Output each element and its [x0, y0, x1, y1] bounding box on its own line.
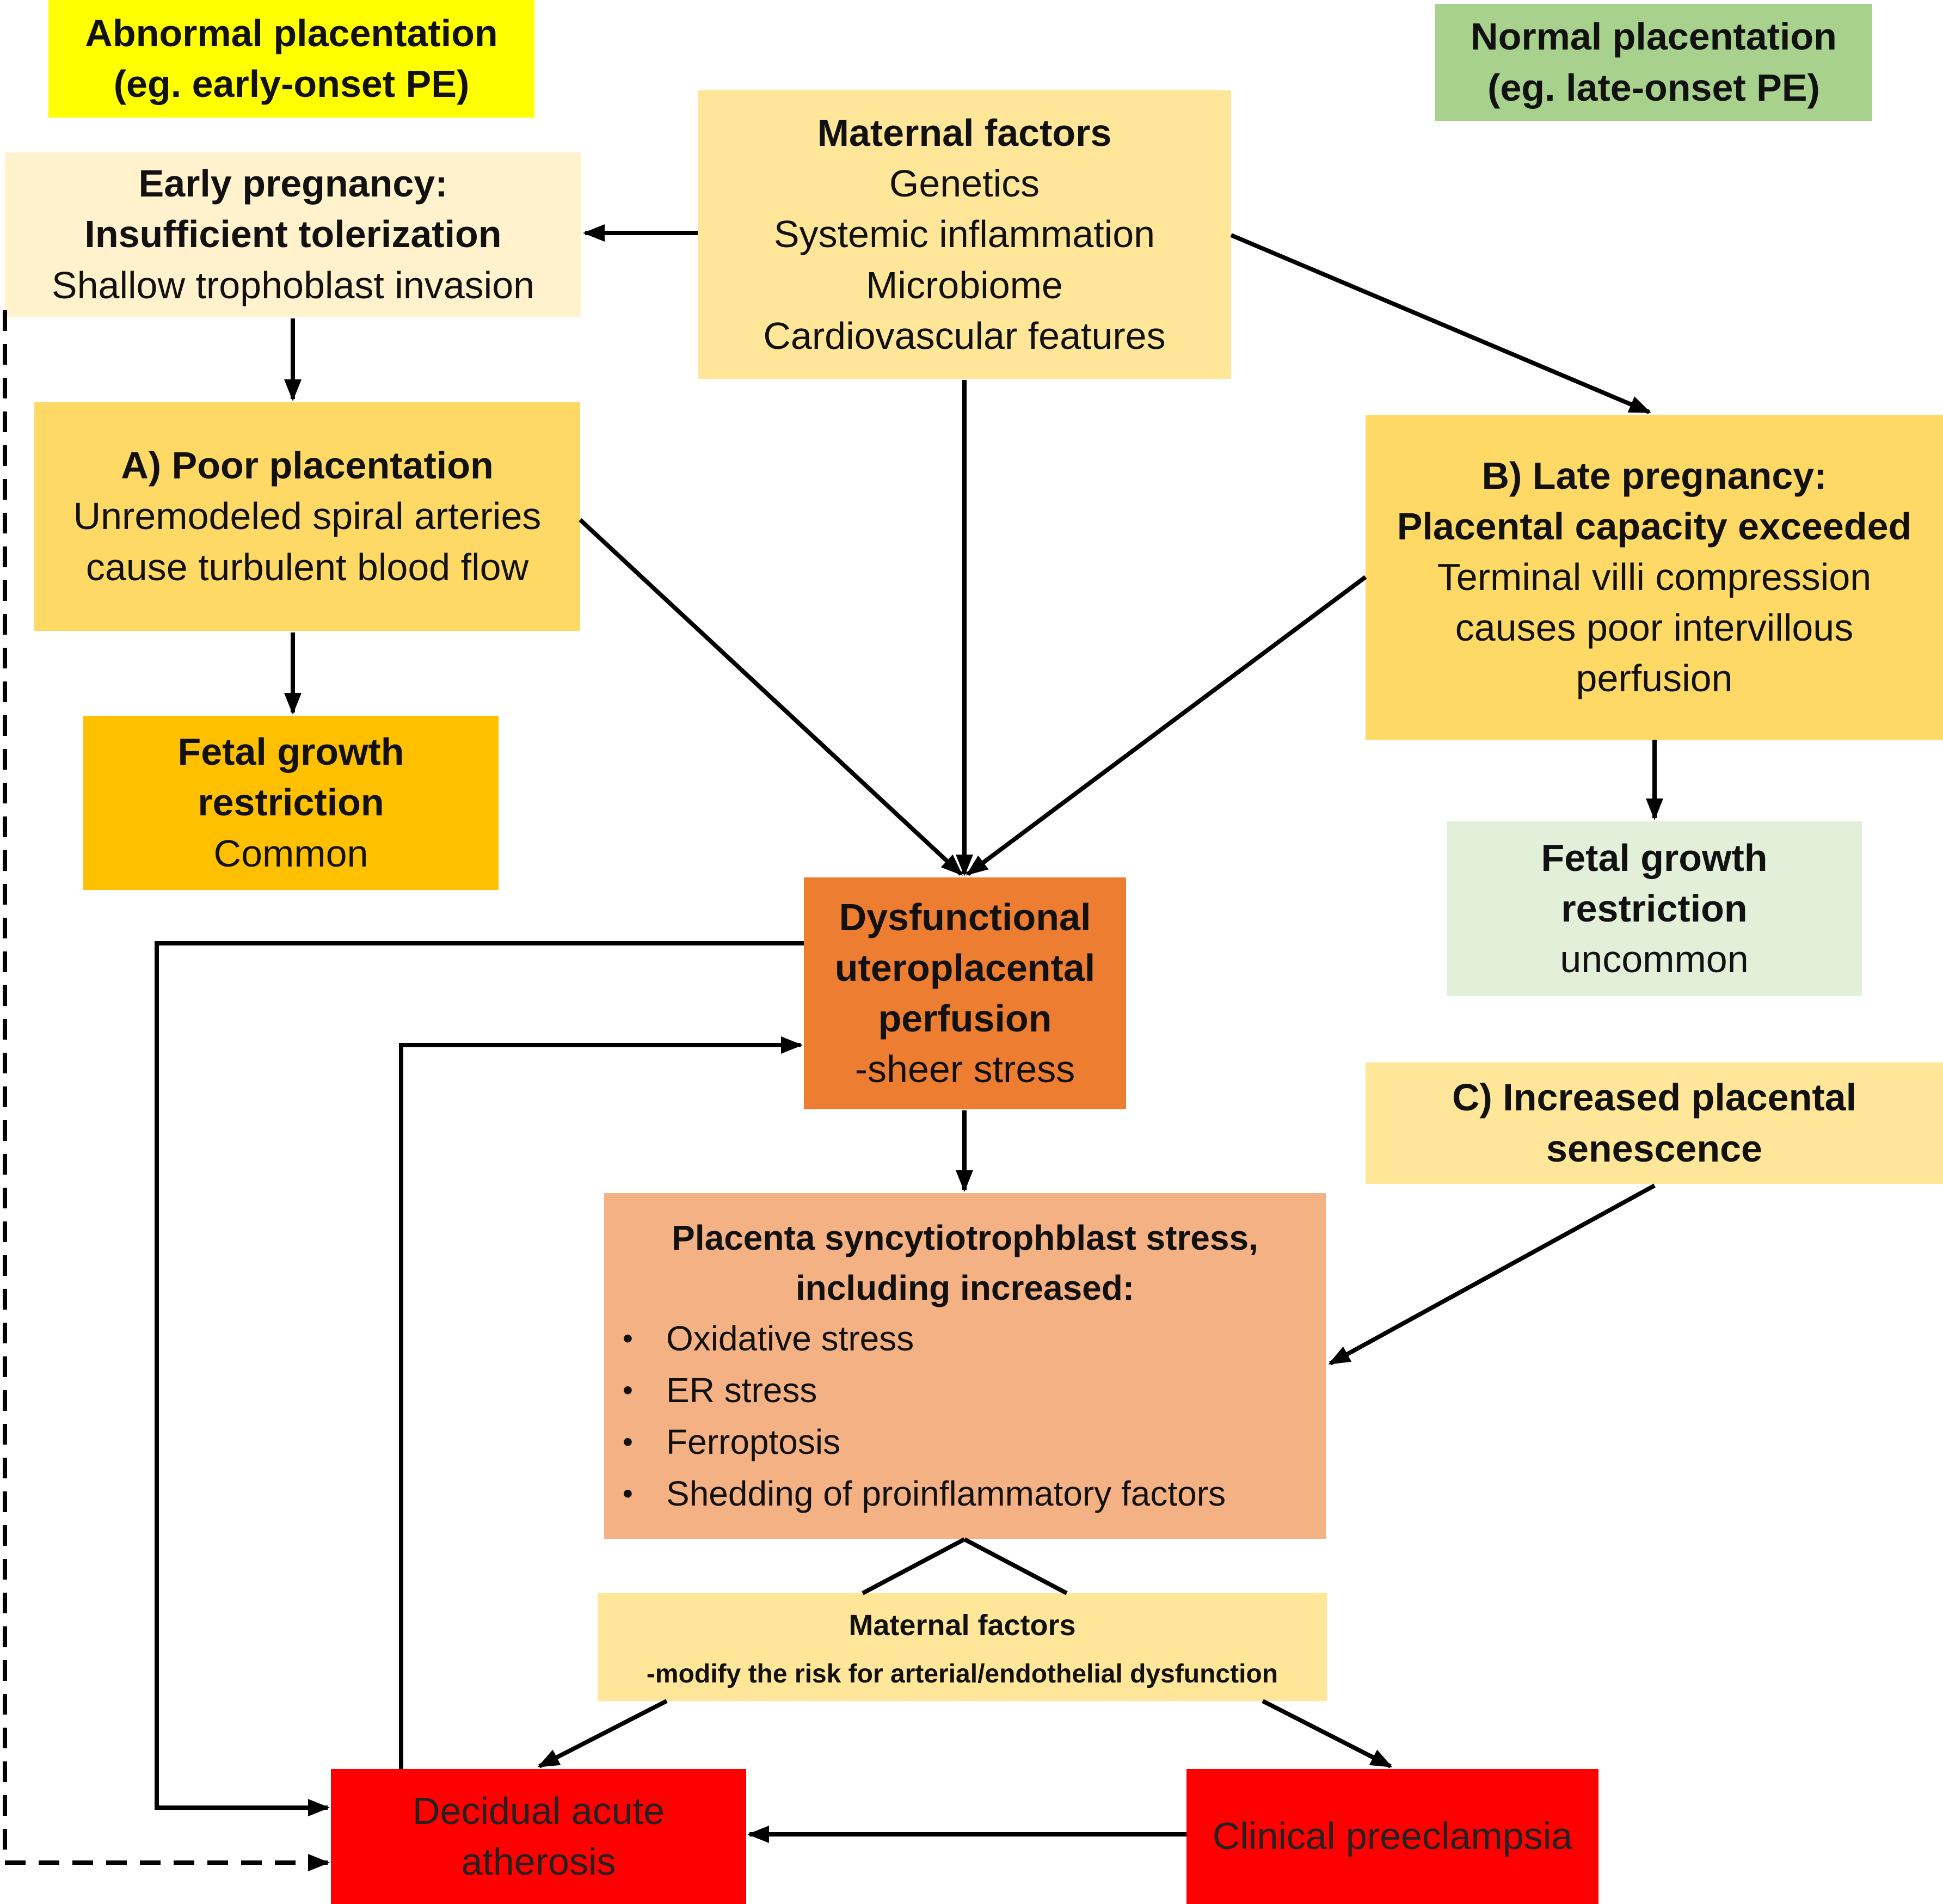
- abnormal-label-line2: (eg. early-onset PE): [113, 63, 470, 105]
- decidual-line1: Decidual acute: [412, 1789, 665, 1832]
- maternal-factors-2-box: Maternal factors -modify the risk for ar…: [598, 1593, 1327, 1701]
- poor-placentation-line1: Unremodeled spiral arteries: [73, 495, 542, 538]
- decidual-line2: atherosis: [461, 1840, 616, 1883]
- fgr-uncommon-box: Fetal growth restriction uncommon: [1447, 821, 1862, 996]
- senescence-title1: C) Increased placental: [1452, 1076, 1857, 1119]
- stress-item: Shedding of proinflammatory factors: [617, 1468, 1313, 1520]
- decidual-atherosis-box: Decidual acute atherosis: [331, 1769, 746, 1904]
- stb-stress-box: Placenta syncytiotrophblast stress, incl…: [604, 1193, 1326, 1539]
- arrow-poor-to-dysfunctional: [579, 518, 963, 876]
- senescence-title2: senescence: [1546, 1127, 1762, 1170]
- late-pregnancy-title2: Placental capacity exceeded: [1397, 505, 1912, 548]
- arrow-dysfunctional-to-decidual: [155, 941, 804, 1816]
- fgr-common-title1: Fetal growth: [177, 730, 404, 773]
- fgr-uncommon-title2: restriction: [1561, 887, 1748, 930]
- dysfunctional-title2: uteroplacental: [834, 946, 1096, 989]
- arrow-maternal2-to-decidual: [537, 1699, 668, 1768]
- maternal-factors-box: Maternal factors Genetics Systemic infla…: [698, 90, 1231, 379]
- arrow-early-to-decidual-dashed: [3, 310, 330, 1871]
- early-pregnancy-box: Early pregnancy: Insufficient tolerizati…: [5, 152, 581, 317]
- arrow-maternal-to-late: [1230, 233, 1651, 414]
- normal-label-line2: (eg. late-onset PE): [1487, 66, 1820, 109]
- dysfunctional-title1: Dysfunctional: [839, 895, 1091, 938]
- dysfunctional-title3: perfusion: [878, 997, 1052, 1040]
- maternal-factor-item: Microbiome: [866, 263, 1063, 306]
- maternal-factor-item: Systemic inflammation: [773, 213, 1155, 256]
- maternal-factor-item: Cardiovascular features: [763, 314, 1166, 357]
- fgr-common-box: Fetal growth restriction Common: [83, 716, 499, 890]
- stress-item: ER stress: [617, 1365, 1313, 1416]
- clinical-preeclampsia-box: Clinical preeclampsia: [1186, 1769, 1598, 1904]
- late-pregnancy-line3: perfusion: [1576, 657, 1733, 700]
- dysfunctional-perfusion-box: Dysfunctional uteroplacental perfusion -…: [804, 877, 1126, 1109]
- placental-senescence-box: C) Increased placental senescence: [1366, 1062, 1943, 1184]
- line-stb-to-maternal-right: [963, 1537, 1068, 1595]
- maternal-factors-title: Maternal factors: [817, 112, 1112, 155]
- normal-label-line1: Normal placentation: [1471, 15, 1837, 58]
- late-pregnancy-title1: B) Late pregnancy:: [1481, 454, 1827, 497]
- abnormal-placentation-label: Abnormal placentation (eg. early-onset P…: [48, 0, 534, 118]
- late-pregnancy-box: B) Late pregnancy: Placental capacity ex…: [1366, 415, 1943, 740]
- maternal-factor-item: Genetics: [889, 162, 1040, 205]
- poor-placentation-title: A) Poor placentation: [121, 444, 494, 487]
- early-pregnancy-body: Shallow trophoblast invasion: [51, 263, 535, 306]
- arrow-senescence-to-stb: [1328, 1183, 1656, 1366]
- early-pregnancy-title2: Insufficient tolerization: [84, 213, 502, 256]
- clinical-text: Clinical preeclampsia: [1212, 1815, 1573, 1858]
- fgr-uncommon-note: uncommon: [1560, 938, 1749, 981]
- line-stb-to-maternal-left: [862, 1537, 966, 1595]
- late-pregnancy-line1: Terminal villi compression: [1437, 555, 1872, 598]
- stb-stress-title1: Placenta syncytiotrophblast stress,: [672, 1218, 1258, 1257]
- normal-placentation-label: Normal placentation (eg. late-onset PE): [1435, 4, 1872, 121]
- late-pregnancy-line2: causes poor intervillous: [1455, 606, 1854, 649]
- poor-placentation-box: A) Poor placentation Unremodeled spiral …: [34, 402, 580, 631]
- stb-stress-title2: including increased:: [795, 1268, 1135, 1307]
- arrow-late-to-dysfunctional: [966, 575, 1367, 876]
- early-pregnancy-title1: Early pregnancy:: [138, 162, 448, 205]
- maternal-factors-2-title: Maternal factors: [848, 1609, 1076, 1642]
- stress-list: Oxidative stress ER stress Ferroptosis S…: [617, 1313, 1313, 1520]
- dysfunctional-note: -sheer stress: [854, 1048, 1075, 1091]
- stress-item: Oxidative stress: [617, 1313, 1313, 1365]
- fgr-common-title2: restriction: [198, 781, 384, 824]
- abnormal-label-line1: Abnormal placentation: [85, 11, 498, 54]
- arrow-maternal2-to-clinical: [1262, 1699, 1393, 1768]
- fgr-common-note: Common: [213, 832, 368, 875]
- maternal-factors-2-note: -modify the risk for arterial/endothelia…: [646, 1660, 1278, 1688]
- poor-placentation-line2: cause turbulent blood flow: [85, 545, 529, 588]
- stress-item: Ferroptosis: [617, 1416, 1313, 1468]
- fgr-uncommon-title1: Fetal growth: [1541, 836, 1768, 879]
- arrow-decidual-to-dysfunctional: [399, 1036, 803, 1769]
